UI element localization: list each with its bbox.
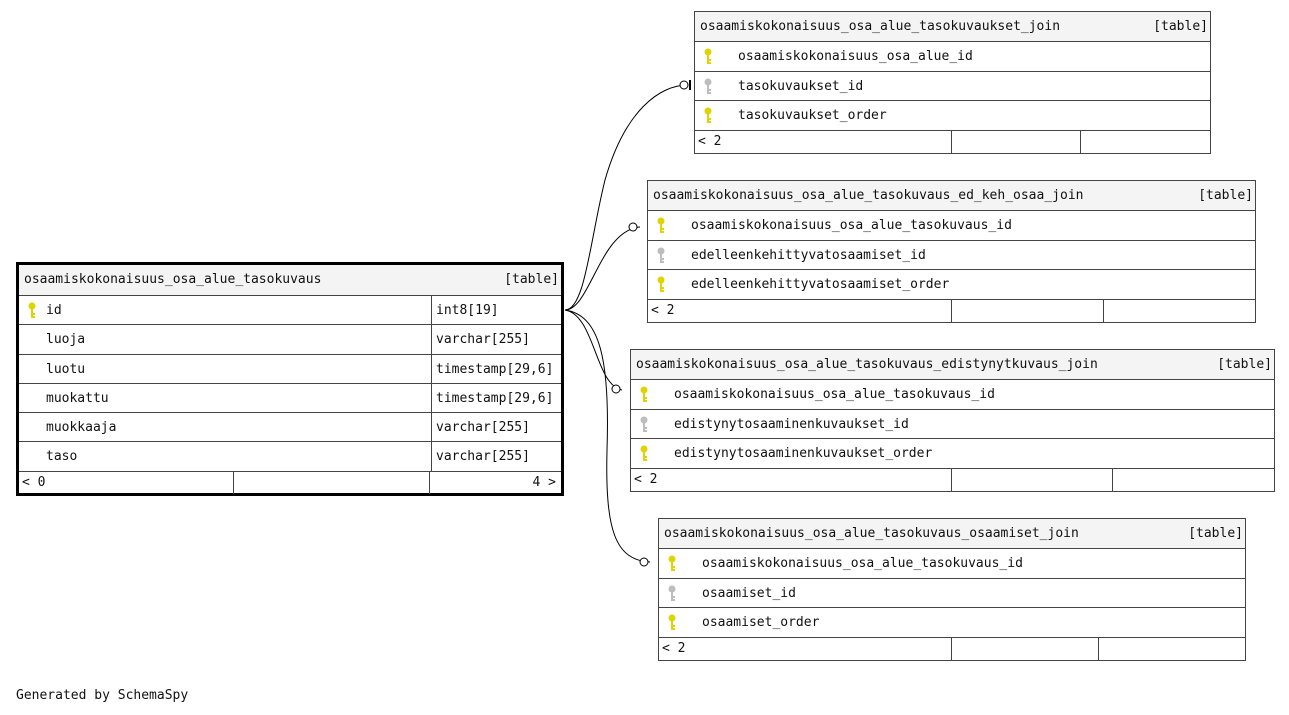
table-name: osaamiskokonaisuus_osa_alue_tasokuvaus_e…: [653, 188, 1084, 203]
column-type: varchar[255]: [431, 442, 530, 471]
column-name: osaamiskokonaisuus_osa_alue_id: [738, 49, 973, 64]
column-name: id: [46, 303, 62, 318]
table-header: osaamiskokonaisuus_osa_alue_tasokuvaukse…: [695, 12, 1210, 42]
column-name: edelleenkehittyvatosaamiset_order: [691, 277, 950, 292]
column-row[interactable]: id int8[19]: [19, 296, 561, 326]
table-name: osaamiskokonaisuus_osa_alue_tasokuvaus: [24, 272, 322, 287]
column-name: tasokuvaukset_id: [738, 78, 864, 94]
column-name: osaamiskokonaisuus_osa_alue_tasokuvaus_i…: [702, 556, 1023, 571]
edge-tasokuvaukset-join-end: [679, 80, 689, 90]
column-row[interactable]: osaamiskokonaisuus_osa_alue_tasokuvaus_i…: [631, 380, 1274, 410]
column-row[interactable]: tasokuvaukset_order: [695, 101, 1210, 131]
table-header: osaamiskokonaisuus_osa_alue_tasokuvaus_e…: [631, 350, 1274, 380]
primary-key-icon: [657, 217, 665, 233]
column-row[interactable]: luoja varchar[255]: [19, 325, 561, 355]
column-row[interactable]: osaamiset_id: [659, 579, 1245, 608]
primary-key-icon: [704, 107, 712, 123]
edge-tasokuvaukset-join: [564, 84, 689, 311]
table-type-label: [table]: [1153, 19, 1208, 34]
foreign-key-icon: [640, 416, 648, 432]
edge-osaamiset-join-end: [639, 557, 649, 567]
table-type-label: [table]: [1188, 526, 1243, 541]
table-main[interactable]: osaamiskokonaisuus_osa_alue_tasokuvaus […: [16, 262, 564, 496]
column-row[interactable]: osaamiskokonaisuus_osa_alue_tasokuvaus_i…: [648, 211, 1255, 241]
column-row[interactable]: edelleenkehittyvatosaamiset_id: [648, 241, 1255, 270]
table-header: osaamiskokonaisuus_osa_alue_tasokuvaus_e…: [648, 181, 1255, 211]
column-name: osaamiset_id: [702, 585, 796, 601]
column-row[interactable]: tasokuvaukset_id: [695, 72, 1210, 101]
edge-edistynytkuvaus-join-end: [611, 384, 621, 394]
column-name: tasokuvaukset_order: [738, 108, 887, 123]
table-join[interactable]: osaamiskokonaisuus_osa_alue_tasokuvaus_e…: [630, 349, 1275, 492]
table-footer: < 2: [648, 299, 1255, 322]
primary-key-icon: [668, 614, 676, 630]
column-row[interactable]: taso varchar[255]: [19, 442, 561, 472]
column-row[interactable]: luotu timestamp[29,6]: [19, 354, 561, 384]
column-type: varchar[255]: [431, 413, 530, 442]
column-row[interactable]: edistynytosaaminenkuvaukset_order: [631, 439, 1274, 469]
table-name: osaamiskokonaisuus_osa_alue_tasokuvaukse…: [700, 19, 1061, 34]
column-name: osaamiskokonaisuus_osa_alue_tasokuvaus_i…: [691, 218, 1012, 233]
edge-osaamiset-join: [564, 309, 651, 563]
column-type: varchar[255]: [431, 325, 530, 354]
column-name: muokkaaja: [46, 420, 117, 436]
table-name: osaamiskokonaisuus_osa_alue_tasokuvaus_o…: [664, 526, 1079, 541]
column-name: edistynytosaaminenkuvaukset_order: [674, 446, 933, 461]
table-type-label: [table]: [504, 272, 559, 287]
edge-ed-keh-osaa-join-end: [628, 222, 638, 232]
children-count[interactable]: 4 >: [532, 474, 556, 490]
column-row[interactable]: osaamiskokonaisuus_osa_alue_id: [695, 42, 1210, 72]
table-join[interactable]: osaamiskokonaisuus_osa_alue_tasokuvaus_o…: [658, 518, 1246, 661]
primary-key-icon: [640, 445, 648, 461]
table-footer: < 2: [659, 637, 1245, 660]
column-name: osaamiset_order: [702, 615, 820, 630]
column-name: edistynytosaaminenkuvaukset_id: [674, 416, 909, 432]
primary-key-icon: [640, 386, 648, 402]
primary-key-icon: [657, 276, 665, 292]
table-join[interactable]: osaamiskokonaisuus_osa_alue_tasokuvaukse…: [694, 11, 1211, 154]
column-row[interactable]: muokattu timestamp[29,6]: [19, 383, 561, 414]
foreign-key-icon: [704, 78, 712, 94]
column-name: luoja: [46, 332, 86, 348]
table-type-label: [table]: [1198, 188, 1253, 203]
column-type: int8[19]: [431, 296, 499, 325]
column-row[interactable]: muokkaaja varchar[255]: [19, 413, 561, 443]
column-type: timestamp[29,6]: [431, 354, 553, 383]
generated-by-note: Generated by SchemaSpy: [16, 688, 189, 703]
primary-key-icon: [28, 302, 36, 318]
edge-ed-keh-osaa-join: [564, 226, 641, 311]
parents-count[interactable]: < 2: [698, 133, 722, 149]
column-name: taso: [46, 449, 78, 465]
primary-key-icon: [668, 555, 676, 571]
foreign-key-icon: [668, 585, 676, 601]
table-join[interactable]: osaamiskokonaisuus_osa_alue_tasokuvaus_e…: [647, 180, 1256, 323]
column-name: osaamiskokonaisuus_osa_alue_tasokuvaus_i…: [674, 387, 995, 402]
column-name: luotu: [46, 361, 86, 377]
table-header: osaamiskokonaisuus_osa_alue_tasokuvaus […: [19, 265, 561, 296]
column-row[interactable]: edelleenkehittyvatosaamiset_order: [648, 270, 1255, 300]
column-type: timestamp[29,6]: [431, 383, 553, 413]
table-name: osaamiskokonaisuus_osa_alue_tasokuvaus_e…: [636, 357, 1098, 372]
edge-edistynytkuvaus-join: [564, 309, 623, 391]
column-name: muokattu: [46, 390, 109, 406]
column-row[interactable]: edistynytosaaminenkuvaukset_id: [631, 410, 1274, 439]
column-name: edelleenkehittyvatosaamiset_id: [691, 247, 926, 263]
table-footer: < 2: [695, 130, 1210, 153]
table-footer: < 2: [631, 468, 1274, 491]
primary-key-icon: [704, 48, 712, 64]
table-type-label: [table]: [1217, 357, 1272, 372]
table-header: osaamiskokonaisuus_osa_alue_tasokuvaus_o…: [659, 519, 1245, 549]
column-row[interactable]: osaamiskokonaisuus_osa_alue_tasokuvaus_i…: [659, 549, 1245, 579]
parents-count[interactable]: < 2: [662, 640, 686, 656]
parents-count[interactable]: < 2: [634, 471, 658, 487]
column-row[interactable]: osaamiset_order: [659, 608, 1245, 638]
parents-count[interactable]: < 2: [651, 302, 675, 318]
table-footer: < 0 4 >: [19, 471, 561, 494]
foreign-key-icon: [657, 247, 665, 263]
parents-count[interactable]: < 0: [22, 474, 46, 490]
